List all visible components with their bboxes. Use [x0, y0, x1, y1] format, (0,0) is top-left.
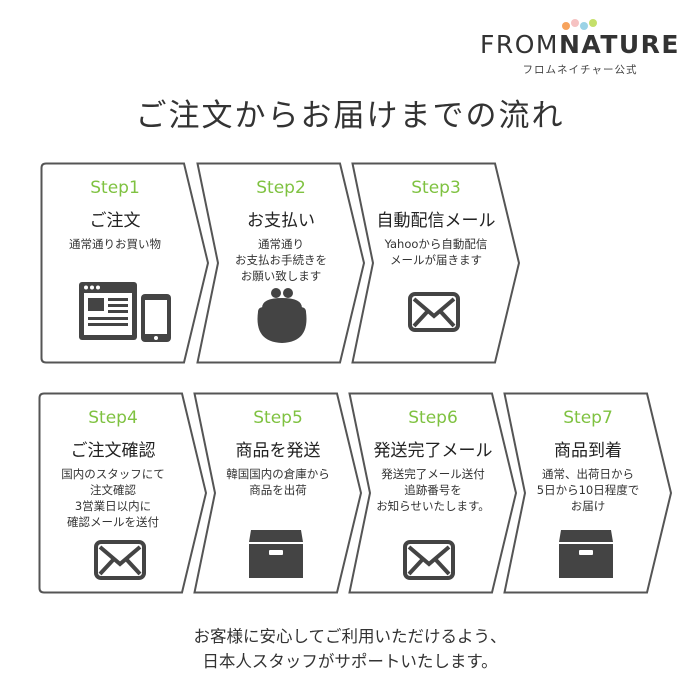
- step-description: 通常通り お支払お手続きを お願い致します: [235, 237, 327, 283]
- step-description: 国内のスタッフにて 注文確認 3営業日以内に 確認メールを送付: [61, 467, 165, 529]
- step-title: ご注文確認: [70, 441, 156, 461]
- browser-phone-icon: [79, 282, 171, 342]
- step-card-shape: [351, 162, 521, 364]
- step-title: 発送完了メール: [373, 441, 493, 461]
- envelope-icon: [403, 540, 455, 580]
- step-label: Step4: [88, 408, 138, 428]
- step-description: 通常通りお買い物: [69, 237, 161, 251]
- purse-icon: [257, 288, 307, 343]
- brand-name: FROMNATURE: [470, 30, 690, 59]
- support-message: お客様に安心してご利用いただけるよう、 日本人スタッフがサポートいたします。: [0, 624, 700, 674]
- support-message-line-1: お客様に安心してご利用いただけるよう、: [193, 627, 507, 646]
- envelope-icon: [408, 292, 460, 332]
- step-label: Step1: [90, 178, 140, 198]
- box-icon: [249, 530, 303, 578]
- brand-name-light: FROM: [479, 30, 559, 59]
- step-label: Step7: [563, 408, 613, 428]
- step-label: Step6: [408, 408, 458, 428]
- step-card-shape: [193, 392, 363, 594]
- step-card-shape: [503, 392, 673, 594]
- step-label: Step2: [256, 178, 306, 198]
- step-card-shape: [348, 392, 518, 594]
- support-message-line-2: 日本人スタッフがサポートいたします。: [202, 652, 498, 671]
- step-title: ご注文: [89, 211, 141, 231]
- step-card-1: Step1 ご注文 通常通りお買い物: [40, 162, 212, 364]
- step-title: 自動配信メール: [376, 211, 496, 231]
- brand-subtitle: フロムネイチャー公式: [522, 64, 638, 76]
- step-label: Step3: [411, 178, 461, 198]
- step-card-6: Step6 発送完了メール 発送完了メール送付 追跡番号を お知らせいたします。: [348, 392, 520, 594]
- brand-dots-icon: [562, 19, 597, 30]
- step-card-3: Step3 自動配信メール Yahooから自動配信 メールが届きます: [351, 162, 523, 364]
- page-title: ご注文からお届けまでの流れ: [135, 98, 565, 134]
- envelope-icon: [94, 540, 146, 580]
- step-card-2: Step2 お支払い 通常通り お支払お手続きを お願い致します: [196, 162, 368, 364]
- step-card-shape: [196, 162, 366, 364]
- step-card-7: Step7 商品到着 通常、出荷日から 5日から10日程度で お届け: [503, 392, 675, 594]
- step-title: 商品を発送: [235, 441, 321, 461]
- step-description: 通常、出荷日から 5日から10日程度で お届け: [536, 467, 640, 513]
- step-card-5: Step5 商品を発送 韓国国内の倉庫から 商品を出荷: [193, 392, 365, 594]
- step-description: Yahooから自動配信 メールが届きます: [384, 237, 488, 267]
- step-label: Step5: [253, 408, 303, 428]
- step-description: 発送完了メール送付 追跡番号を お知らせいたします。: [376, 467, 490, 513]
- step-card-4: Step4 ご注文確認 国内のスタッフにて 注文確認 3営業日以内に 確認メール…: [38, 392, 210, 594]
- step-title: 商品到着: [554, 441, 622, 461]
- step-description: 韓国国内の倉庫から 商品を出荷: [226, 467, 330, 497]
- brand-name-bold: NATURE: [558, 30, 680, 59]
- step-title: お支払い: [247, 211, 315, 231]
- box-icon: [559, 530, 613, 578]
- step-card-shape: [38, 392, 208, 594]
